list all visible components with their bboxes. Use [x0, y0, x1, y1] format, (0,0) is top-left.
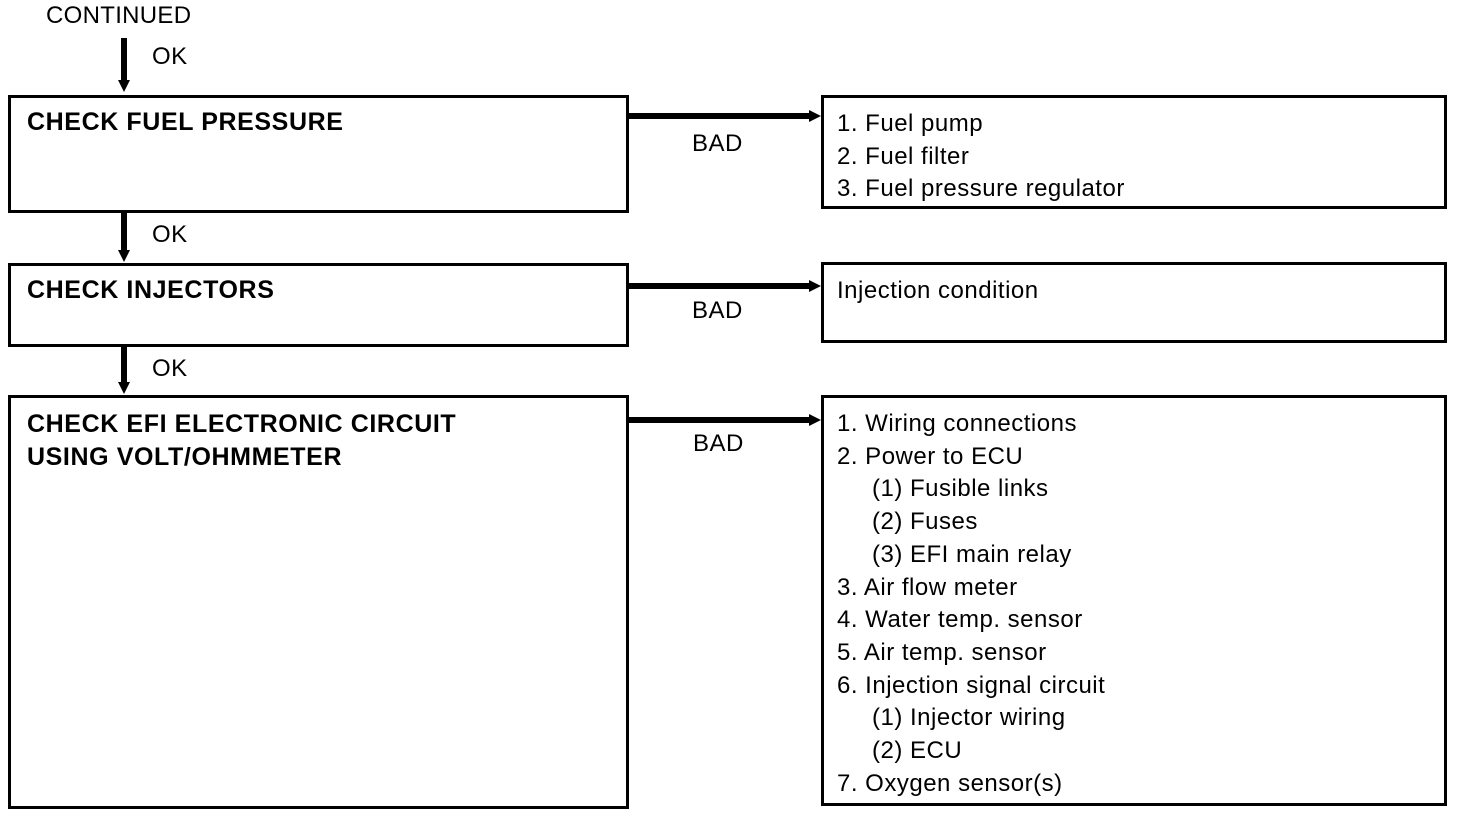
connector-line — [121, 213, 127, 250]
arrow-down-icon — [118, 80, 130, 92]
arrow-right-icon — [809, 280, 821, 292]
cause-subitem: (1) Injector wiring — [872, 704, 1066, 732]
arrow-down-icon — [118, 250, 130, 262]
cause-list: 1. Wiring connections 2. Power to ECU (1… — [837, 408, 1105, 800]
ok-label: OK — [152, 221, 188, 248]
check-injectors-box: CHECK INJECTORS — [8, 263, 629, 347]
connector-line — [121, 347, 127, 383]
fuel-pressure-causes-box: 1. Fuel pump 2. Fuel filter 3. Fuel pres… — [821, 95, 1447, 209]
check-fuel-pressure-box: CHECK FUEL PRESSURE — [8, 95, 629, 213]
cause-item: 2. Fuel filter — [837, 142, 970, 170]
bad-label: BAD — [692, 130, 743, 157]
cause-item: 2. Power to ECU — [837, 442, 1024, 470]
cause-item: 7. Oxygen sensor(s) — [837, 769, 1063, 797]
cause-subitem: (2) Fuses — [872, 508, 978, 536]
cause-item: 1. Fuel pump — [837, 110, 984, 137]
cause-item: Injection condition — [837, 277, 1039, 304]
cause-list: Injection condition — [837, 275, 1039, 308]
cause-item: 3. Fuel pressure regulator — [837, 175, 1125, 203]
cause-item: 4. Water temp. sensor — [837, 606, 1083, 634]
arrow-right-icon — [809, 110, 821, 122]
bad-label: BAD — [692, 297, 743, 324]
step-title: CHECK FUEL PRESSURE — [27, 108, 344, 136]
arrow-down-icon — [118, 382, 130, 394]
cause-item: 5. Air temp. sensor — [837, 638, 1047, 666]
ok-label: OK — [152, 43, 188, 70]
cause-subitem: (2) ECU — [872, 737, 963, 765]
step-title: CHECK EFI ELECTRONIC CIRCUIT — [27, 410, 457, 438]
connector-line — [629, 417, 811, 423]
check-efi-circuit-box: CHECK EFI ELECTRONIC CIRCUIT USING VOLT/… — [8, 395, 629, 809]
efi-circuit-causes-box: 1. Wiring connections 2. Power to ECU (1… — [821, 395, 1447, 806]
arrow-right-icon — [809, 414, 821, 426]
step-title: CHECK INJECTORS — [27, 276, 275, 304]
step-title: USING VOLT/OHMMETER — [27, 443, 343, 471]
connector-line — [629, 113, 811, 119]
cause-subitem: (3) EFI main relay — [872, 540, 1072, 568]
cause-item: 3. Air flow meter — [837, 573, 1018, 601]
continued-label: CONTINUED — [46, 2, 192, 29]
cause-item: 6. Injection signal circuit — [837, 671, 1106, 699]
cause-item: 1. Wiring connections — [837, 410, 1077, 437]
ok-label: OK — [152, 355, 188, 382]
bad-label: BAD — [693, 430, 744, 457]
connector-line — [121, 38, 127, 82]
cause-list: 1. Fuel pump 2. Fuel filter 3. Fuel pres… — [837, 108, 1125, 206]
connector-line — [629, 283, 811, 289]
injectors-causes-box: Injection condition — [821, 262, 1447, 343]
cause-subitem: (1) Fusible links — [872, 475, 1049, 503]
